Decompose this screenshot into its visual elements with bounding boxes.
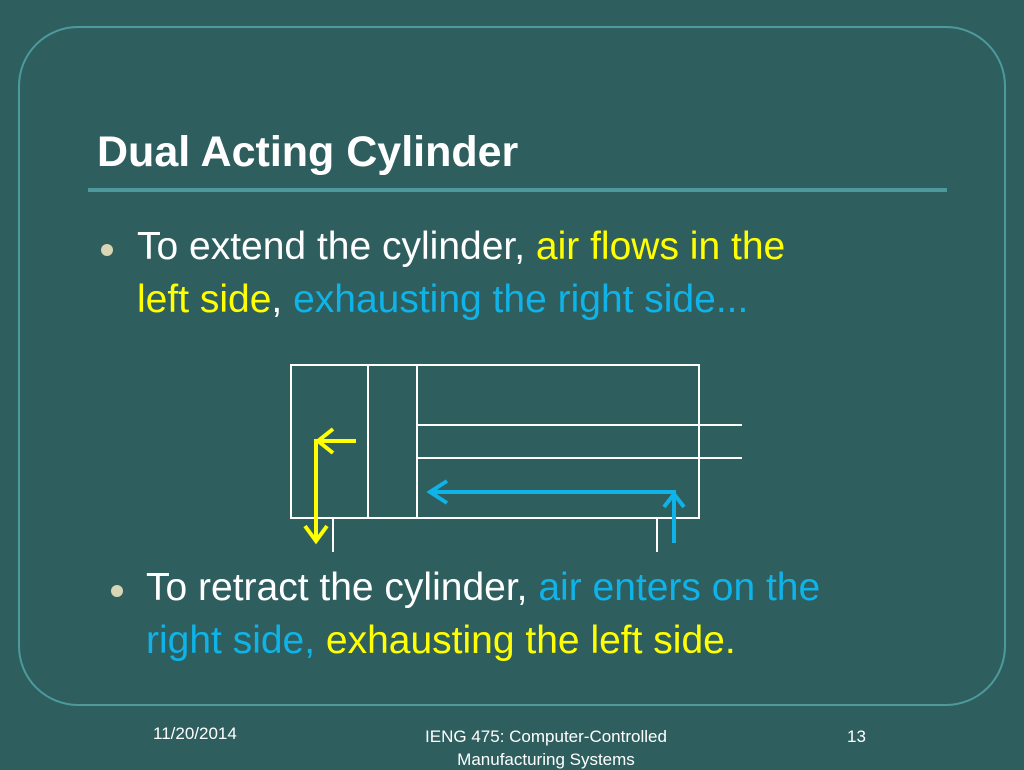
footer-page-number: 13 (847, 727, 866, 746)
bullet-1-text-yellow-2: left side (137, 278, 272, 321)
piston (367, 364, 418, 519)
bullet-2-line-1: To retract the cylinder, air enters on t… (146, 561, 820, 614)
bullet-2-text-white: To retract the cylinder, (146, 566, 539, 609)
bullet-2-text-cyan-2: right side, (146, 619, 326, 662)
bullet-dot-2 (111, 585, 123, 597)
yellow-arrow-path (314, 439, 356, 540)
yellow-arrowhead-left (314, 427, 335, 455)
bullet-2-text-yellow: exhausting the left side. (325, 619, 736, 662)
bullet-1-text-white: To extend the cylinder, (137, 225, 536, 268)
bullet-2-text-cyan: air enters on the (538, 566, 821, 609)
cyan-arrowhead-left (426, 479, 449, 505)
yellow-arrowhead-down (303, 524, 329, 545)
footer-course-line-2: Manufacturing Systems (457, 750, 635, 769)
title-divider (88, 188, 947, 192)
bullet-2-line-2: right side, exhausting the left side. (146, 614, 736, 667)
bullet-1-text-comma: , (271, 278, 294, 321)
bullet-1-text-yellow: air flows in the (535, 225, 786, 268)
footer-course-line-1: IENG 475: Computer-Controlled (425, 727, 667, 746)
bullet-1-line-2: left side, exhausting the right side... (137, 273, 748, 326)
bullet-1-line-1: To extend the cylinder, air flows in the (137, 220, 785, 273)
cyan-arrowhead-up (662, 490, 686, 509)
slide-frame (18, 26, 1006, 706)
slide-title: Dual Acting Cylinder (97, 128, 519, 176)
footer-date: 11/20/2014 (153, 724, 237, 743)
bullet-dot-1 (101, 244, 113, 256)
cyan-flow-arrow (426, 479, 686, 543)
cylinder-body (290, 364, 700, 519)
yellow-flow-arrow (303, 427, 356, 545)
bullet-1-text-cyan: exhausting the right side... (293, 278, 749, 321)
